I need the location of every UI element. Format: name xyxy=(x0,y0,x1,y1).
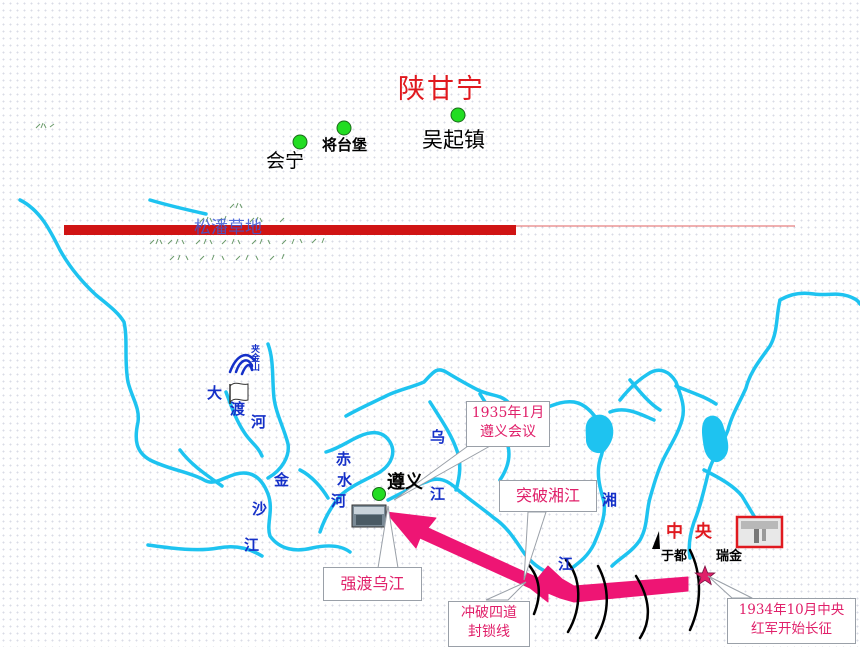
wuqizhen-point xyxy=(450,107,466,123)
jiangtaibao-point xyxy=(336,120,352,136)
dadu-river xyxy=(266,342,291,480)
wuqizhen-label: 吴起镇 xyxy=(422,128,485,152)
chishui-label-2: 水 xyxy=(337,471,353,489)
dadu-label-2: 渡 xyxy=(230,400,246,418)
songpan-label: 松潘草地 xyxy=(194,218,262,238)
blockade-lines xyxy=(526,548,701,640)
jiajin-mountain-icon xyxy=(228,353,256,376)
start-callout: 1934年10月中央 红军开始长征 xyxy=(727,598,856,644)
chishui-label-1: 赤 xyxy=(336,450,352,468)
xiangjiang-label: 湘 xyxy=(602,491,618,509)
ruijin-star-icon xyxy=(694,564,716,586)
rivers xyxy=(18,198,860,576)
shaanganning-label: 陕甘宁 xyxy=(398,74,485,105)
xiangjiang-river xyxy=(610,368,686,568)
yudu-label: 于都 xyxy=(661,549,688,564)
chishui-river xyxy=(318,430,395,534)
start-line-1: 1934年10月中央 xyxy=(738,602,845,618)
yudu-marker-icon xyxy=(652,531,660,549)
lakes xyxy=(585,414,729,463)
start-line-2: 红军开始长征 xyxy=(751,621,832,637)
blockade-line-2: 封锁线 xyxy=(468,624,510,640)
chishui-label-3: 河 xyxy=(331,492,347,510)
jiajinshan-label: 夹金山 xyxy=(249,344,259,371)
ruijin-label: 瑞金 xyxy=(716,549,743,564)
zunyi-photo xyxy=(351,504,387,528)
zhongyang-label: 中 央 xyxy=(666,522,712,542)
ganjiang-river xyxy=(687,298,782,560)
zhongyang-photo xyxy=(735,515,784,549)
xiangjiang-callout-text: 突破湘江 xyxy=(515,486,580,505)
xiangjiang-callout: 突破湘江 xyxy=(499,480,597,512)
jinsha-river xyxy=(18,198,352,554)
jinsha-label-3: 江 xyxy=(244,536,260,554)
luding-flag-icon xyxy=(229,382,249,404)
zunyi-meeting-line-1: 1935年1月 xyxy=(471,405,545,421)
zunyi-label: 遵义 xyxy=(387,472,423,493)
dongting-lake xyxy=(585,414,614,454)
huining-point xyxy=(292,134,308,150)
huining-label: 会宁 xyxy=(266,150,305,172)
zunyi-meeting-callout: 1935年1月 遵义会议 xyxy=(466,401,550,447)
callout-pointers xyxy=(377,445,753,601)
jiangtaibao-label: 将台堡 xyxy=(322,136,368,154)
wujiang-label-2: 江 xyxy=(430,485,446,503)
zunyi-point xyxy=(372,487,386,501)
poyang-lake xyxy=(702,415,729,463)
wujiang-label-1: 乌 xyxy=(430,428,446,446)
blockade-line-1: 冲破四道 xyxy=(461,605,517,621)
jinsha-label-2: 沙 xyxy=(252,500,268,518)
dadu-label-3: 河 xyxy=(251,413,267,431)
grassland-tufts xyxy=(35,122,325,261)
zunyi-meeting-line-2: 遵义会议 xyxy=(480,424,536,440)
jinsha-label-1: 金 xyxy=(274,471,290,489)
jiang-label: 江 xyxy=(558,555,574,573)
wujiang-callout: 强渡乌江 xyxy=(323,567,422,601)
place-points xyxy=(292,107,466,501)
wujiang-callout-text: 强渡乌江 xyxy=(340,574,405,593)
red-bar xyxy=(64,225,795,235)
blockade-callout: 冲破四道 封锁线 xyxy=(448,601,530,647)
dadu-label-1: 大 xyxy=(207,384,223,402)
